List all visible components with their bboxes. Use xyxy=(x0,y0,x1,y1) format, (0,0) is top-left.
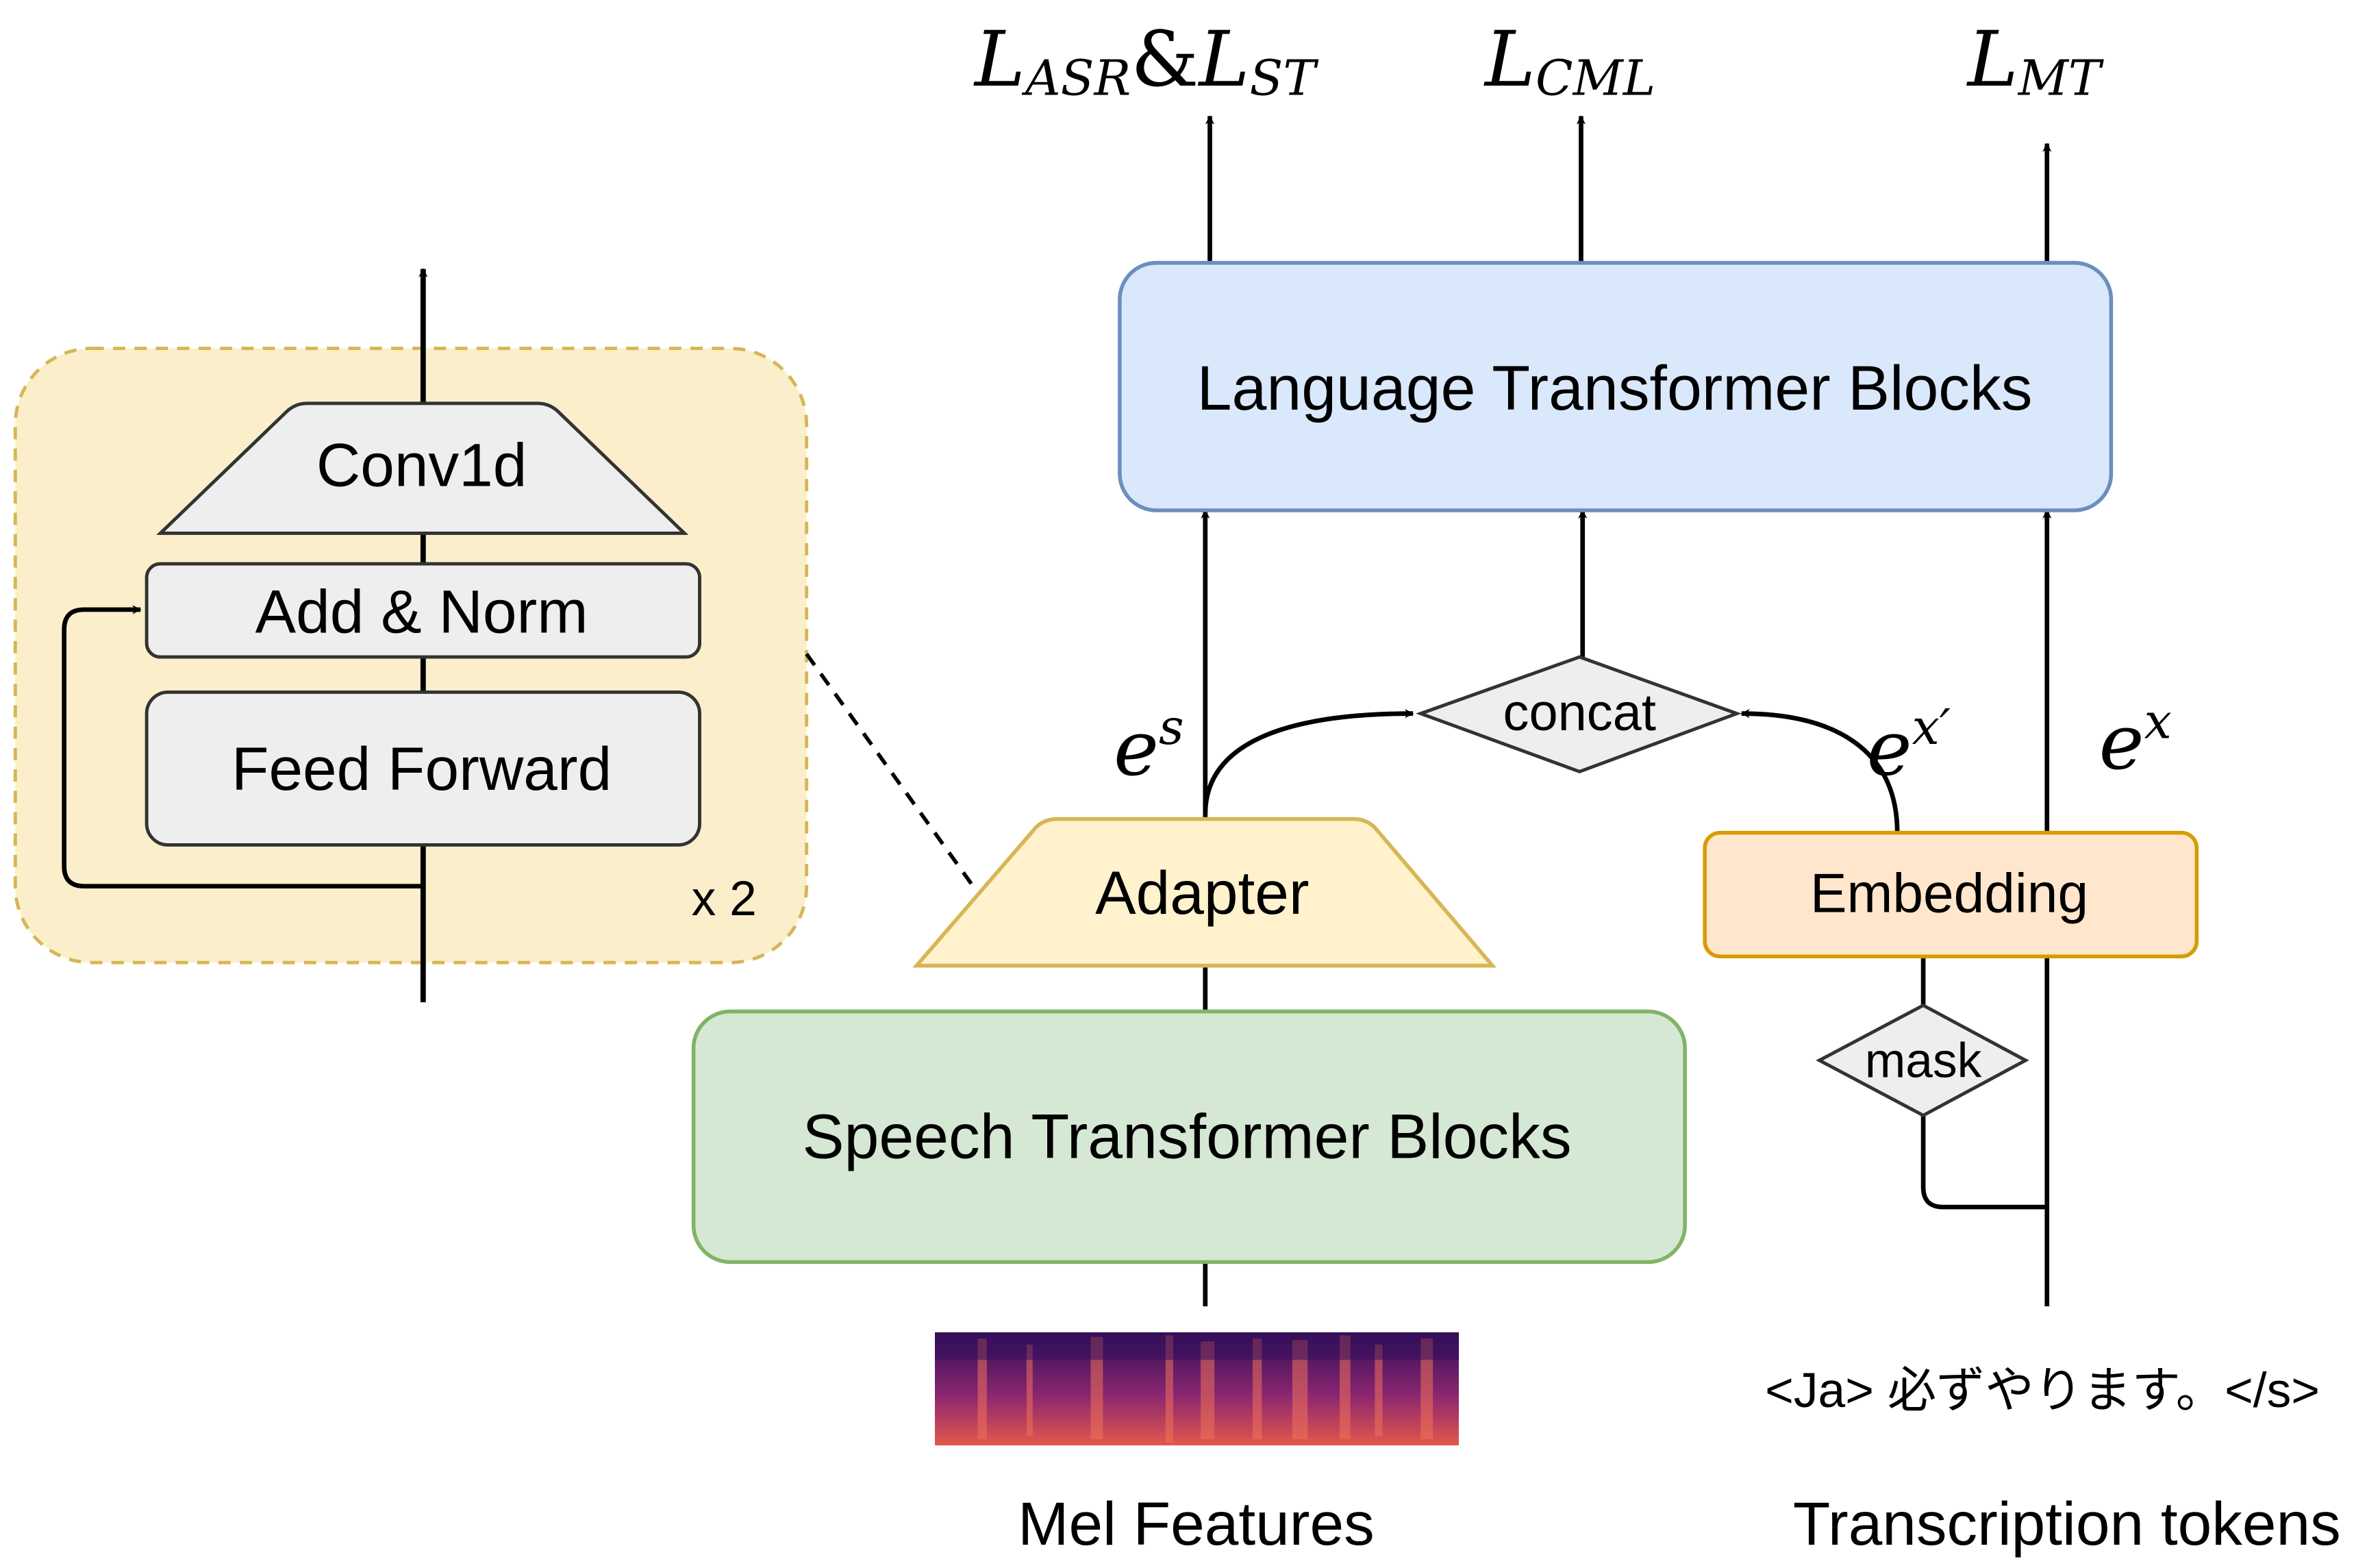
feed-forward-label: Feed Forward xyxy=(231,734,612,803)
mel-features-label: Mel Features xyxy=(1018,1489,1375,1558)
ex-prime-label: ex′ xyxy=(1867,699,1951,793)
residual-connection-arrow xyxy=(62,605,423,889)
ex-label: ex xyxy=(2099,693,2172,787)
token-sequence: <Ja> 必ずやります。</s> xyxy=(1765,1363,2320,1418)
transcription-tokens-label: Transcription tokens xyxy=(1793,1489,2341,1558)
concat-node xyxy=(1416,655,1742,774)
detail-connector-line xyxy=(805,653,975,888)
embedding-label: Embedding xyxy=(1810,863,2088,925)
mask-label: mask xyxy=(1865,1033,1982,1088)
language-transformer-label: Language Transformer Blocks xyxy=(1197,353,2033,423)
speech-transformer-label: Speech Transformer Blocks xyxy=(802,1102,1571,1172)
adapter-detail-panel: Conv1d Add & Norm Feed Forward x 2 xyxy=(13,268,809,1003)
loss-mt-label: LMT xyxy=(1966,15,2104,106)
concat-label: concat xyxy=(1503,684,1656,742)
mask-node xyxy=(1816,1003,2029,1118)
es-label: es xyxy=(1114,699,1184,793)
embedding-block xyxy=(1703,830,2199,959)
conv1d-block xyxy=(156,401,689,535)
mask-branch-line xyxy=(1920,1115,2047,1210)
mel-spectrogram-image xyxy=(935,1332,1460,1446)
loss-cml-label: LCML xyxy=(1483,15,1655,106)
language-transformer-block xyxy=(1118,260,2114,512)
speech-transformer-block xyxy=(691,1009,1687,1265)
adapter-block xyxy=(912,817,1497,968)
feed-forward-block xyxy=(145,690,701,847)
embedding-to-concat-arrow xyxy=(1740,708,1900,833)
adapter-label: Adapter xyxy=(1095,858,1309,927)
conv1d-label: Conv1d xyxy=(316,430,527,499)
add-norm-label: Add & Norm xyxy=(255,577,588,645)
es-to-concat-arrow xyxy=(1203,708,1414,814)
repeat-count-label: x 2 xyxy=(692,871,757,926)
loss-asr-st-label: LASR&LST xyxy=(973,15,1318,106)
add-norm-block xyxy=(145,562,701,659)
